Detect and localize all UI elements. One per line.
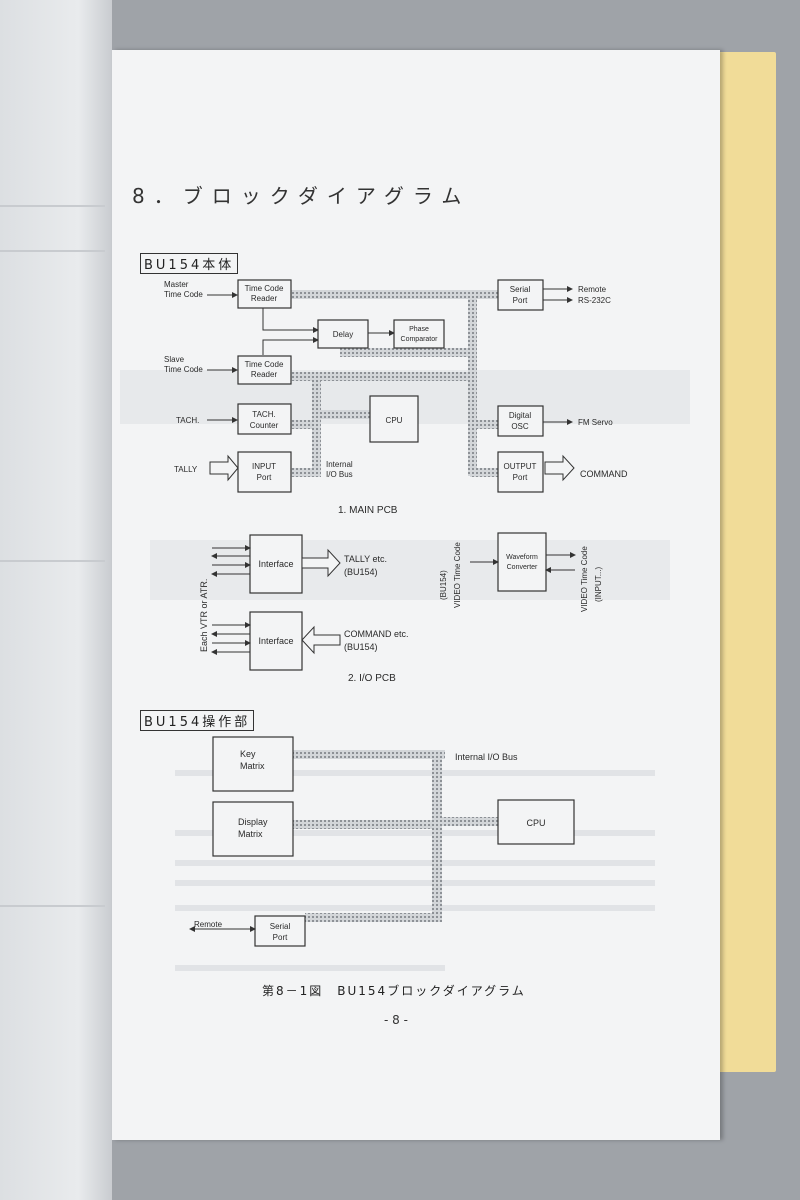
main-pcb-bus	[290, 290, 498, 477]
operation-serial-line1: Serial	[270, 922, 291, 931]
operation-labels: Key Matrix Display Matrix CPU Internal I…	[194, 749, 546, 942]
phase-comparator-box	[393, 319, 445, 349]
phase-line1: Phase	[409, 326, 429, 333]
main-unit-label: BU154本体	[140, 253, 239, 274]
page-number: - 8 -	[384, 1013, 408, 1027]
rs232c-output-label: RS-232C	[578, 296, 611, 305]
waveform-converter-box	[497, 532, 547, 592]
tally-bu154-label: (BU154)	[344, 567, 378, 577]
operation-bus	[293, 750, 498, 922]
remote-output-label: Remote	[578, 285, 607, 294]
tc-reader-2-line2: Reader	[251, 370, 278, 379]
operation-remote-label: Remote	[194, 920, 223, 929]
input-port-line2: Port	[257, 473, 272, 482]
output-port-box	[497, 451, 544, 493]
input-port-line1: INPUT	[252, 462, 276, 471]
operation-unit-label: BU154操作部	[140, 710, 255, 731]
key-matrix-line2: Matrix	[240, 761, 265, 771]
each-vtr-label: Each VTR or ATR.	[199, 579, 209, 652]
command-bu154-label: (BU154)	[344, 642, 378, 652]
tally-etc-label: TALLY etc.	[344, 554, 387, 564]
tach-counter-box	[237, 403, 292, 435]
waveform-line2: Converter	[507, 564, 538, 571]
main-pcb-hollow-arrows	[209, 454, 575, 482]
section-heading: 8．ブロックダイアグラム	[132, 184, 471, 208]
key-matrix-line1: Key	[240, 749, 256, 759]
output-port-line2: Port	[513, 473, 528, 482]
tc-reader-2-line1: Time Code	[245, 360, 284, 369]
io-pcb-title: 2. I/O PCB	[348, 673, 396, 684]
output-port-line1: OUTPUT	[504, 462, 537, 471]
io-pcb-lines	[211, 545, 576, 655]
serial-port-box	[497, 279, 544, 311]
figure-caption: 第8－1図 BU154ブロックダイアグラム	[262, 984, 526, 998]
video-tc-right-line1: VIDEO Time Code	[580, 546, 589, 612]
slave-tc-label: Time Code	[164, 365, 203, 374]
io-pcb-blocks	[249, 532, 547, 671]
digital-osc-line1: Digital	[509, 411, 531, 420]
tach-input-label: TACH.	[176, 416, 199, 425]
bus-label-line1: Internal	[326, 460, 353, 469]
display-matrix-box	[212, 801, 294, 857]
main-cpu-label: CPU	[386, 416, 403, 425]
bleed-through-line-5	[175, 905, 655, 911]
master-tc-label: Time Code	[164, 290, 203, 299]
waveform-line1: Waveform	[506, 554, 538, 561]
delay-label: Delay	[333, 330, 353, 339]
key-matrix-box	[212, 736, 294, 792]
main-pcb-title: 1. MAIN PCB	[338, 505, 398, 516]
main-pcb-blocks	[237, 279, 544, 493]
io-pcb-hollow-arrows	[301, 548, 341, 655]
bus-label-line2: I/O Bus	[326, 470, 353, 479]
interface-1-box	[249, 534, 303, 594]
main-pcb-signal-lines	[207, 286, 573, 425]
left-facing-page	[0, 0, 112, 1200]
video-tc-left-line2: VIDEO Time Code	[453, 542, 462, 608]
serial-port-line2: Port	[513, 296, 528, 305]
slave-label: Slave	[164, 355, 185, 364]
digital-osc-box	[497, 405, 544, 437]
cpu-box	[369, 395, 419, 443]
video-tc-left-line1: (BU154)	[439, 570, 448, 600]
interface-1-label: Interface	[258, 559, 293, 569]
operation-cpu-label: CPU	[526, 818, 545, 828]
tc-reader-1-box	[237, 279, 292, 309]
bleed-through-panel-2	[150, 540, 670, 600]
tach-box-line2: Counter	[250, 421, 279, 430]
command-output-label: COMMAND	[580, 469, 628, 479]
operation-bus-label: Internal I/O Bus	[455, 752, 518, 762]
digital-osc-line2: OSC	[511, 422, 529, 431]
operation-blocks	[212, 736, 575, 947]
phase-line2: Comparator	[401, 336, 439, 343]
tc-reader-2-box	[237, 355, 292, 385]
video-tc-right-line2: (INPUT...)	[594, 567, 603, 602]
tally-input-label: TALLY	[174, 465, 198, 474]
serial-port-line1: Serial	[510, 285, 531, 294]
input-port-box	[237, 451, 292, 493]
operation-serial-line2: Port	[273, 933, 288, 942]
bleed-through-line-1	[175, 770, 655, 776]
operation-cpu-box	[497, 799, 575, 845]
io-pcb-labels: Each VTR or ATR. Interface Interface TAL…	[199, 542, 603, 652]
bleed-through-line-6	[175, 965, 445, 971]
tc-reader-1-line2: Reader	[251, 294, 278, 303]
display-matrix-line2: Matrix	[238, 829, 263, 839]
bleed-through-line-3	[175, 860, 655, 866]
fm-servo-output-label: FM Servo	[578, 418, 613, 427]
master-label: Master	[164, 280, 189, 289]
tc-reader-1-line1: Time Code	[245, 284, 284, 293]
delay-box	[317, 319, 369, 349]
interface-2-label: Interface	[258, 636, 293, 646]
command-etc-label: COMMAND etc.	[344, 629, 409, 639]
bleed-through-line-4	[175, 880, 655, 886]
display-matrix-line1: Display	[238, 817, 268, 827]
main-pcb-labels: Master Time Code Slave Time Code TACH. T…	[164, 280, 628, 482]
bleed-through-line-2	[175, 830, 655, 836]
tach-box-line1: TACH.	[252, 410, 275, 419]
